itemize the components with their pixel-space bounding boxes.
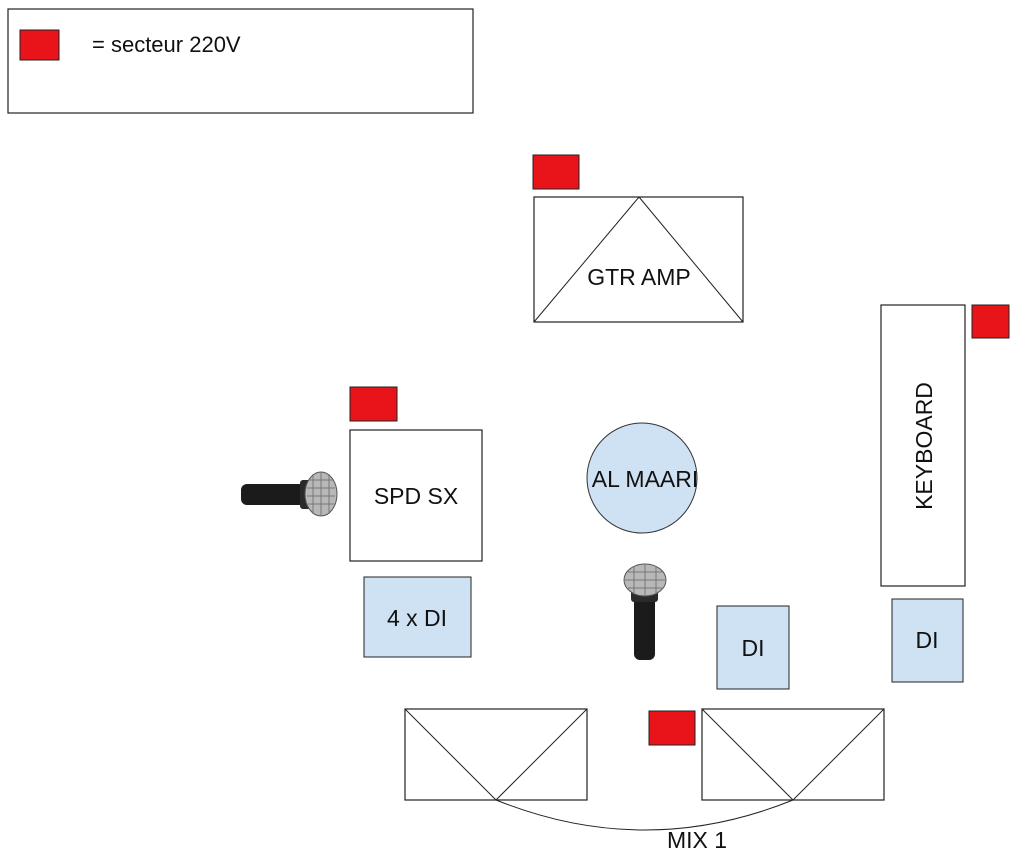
- spd-sx-label: SPD SX: [374, 483, 458, 509]
- power-outlet-keyboard: [971, 304, 1010, 339]
- di-keyboard-label: DI: [916, 627, 939, 653]
- guitar-amp: GTR AMP: [532, 154, 744, 323]
- di-four: 4 x DI: [363, 576, 472, 658]
- power-outlet-spd: [349, 386, 398, 422]
- keyboard: KEYBOARD: [880, 304, 1010, 587]
- microphone-icon: [241, 471, 338, 517]
- legend-power-swatch: [19, 29, 60, 61]
- legend-box: = secteur 220V: [7, 8, 474, 114]
- di-four-label: 4 x DI: [387, 605, 447, 631]
- monitor-wedge-right: [701, 708, 885, 801]
- legend-label: = secteur 220V: [92, 32, 241, 57]
- spd-sx: SPD SX: [349, 386, 483, 562]
- keyboard-label: KEYBOARD: [911, 382, 937, 510]
- monitor-link-arc: [495, 799, 794, 831]
- singer-label: AL MAARI: [592, 466, 699, 492]
- di-center-label: DI: [742, 635, 765, 661]
- microphone-icon: [623, 563, 667, 660]
- monitor-wedge-left: [404, 708, 588, 801]
- gtr-amp-label: GTR AMP: [587, 264, 691, 290]
- power-outlet-monitors: [648, 710, 696, 746]
- di-keyboard: DI: [891, 598, 964, 683]
- monitor-mix-label: MIX 1: [667, 827, 727, 853]
- di-center: DI: [716, 605, 790, 690]
- power-outlet-gtr: [532, 154, 580, 190]
- singer-position: AL MAARI: [586, 422, 699, 534]
